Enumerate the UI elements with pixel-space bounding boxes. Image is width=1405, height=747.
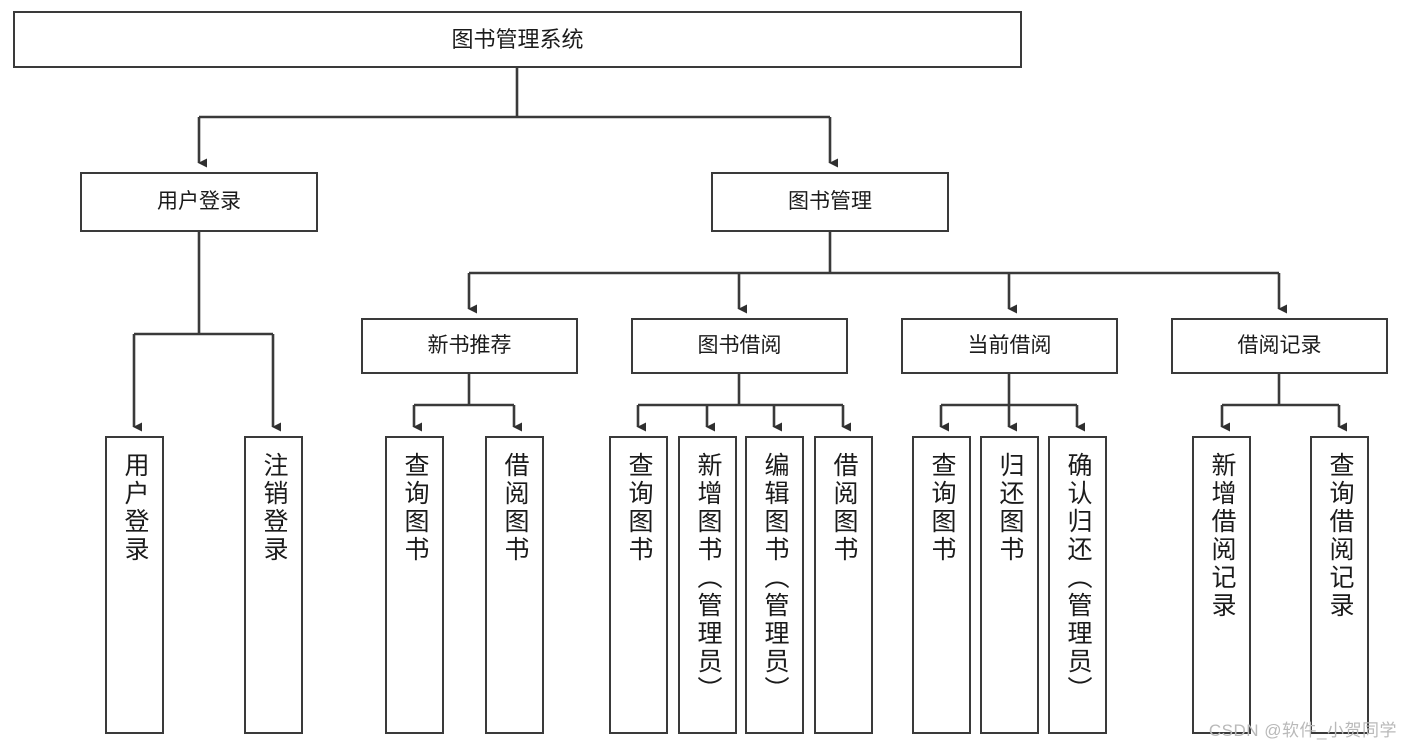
node-label: 新增借阅记录 (1208, 452, 1236, 620)
node-leaf-query-book-current[interactable]: 查询图书 (912, 436, 971, 734)
node-label: 查询借阅记录 (1326, 452, 1354, 620)
node-label: 新书推荐 (427, 333, 512, 357)
node-label: 当前借阅 (967, 333, 1052, 357)
node-label: 借阅图书 (830, 452, 858, 564)
node-leaf-edit-book-admin[interactable]: 编辑图书（管理员） (745, 436, 804, 734)
node-user-login[interactable]: 用户登录 (80, 172, 318, 232)
node-label: 新增图书（管理员） (694, 452, 722, 704)
node-leaf-confirm-return-admin[interactable]: 确认归还（管理员） (1048, 436, 1107, 734)
node-label: 用户登录 (157, 189, 241, 213)
node-leaf-add-book-admin[interactable]: 新增图书（管理员） (678, 436, 737, 734)
node-leaf-return-book[interactable]: 归还图书 (980, 436, 1039, 734)
node-label: 确认归还（管理员） (1064, 452, 1092, 704)
node-label: 查询图书 (625, 452, 653, 564)
node-new-book-recommendation[interactable]: 新书推荐 (361, 318, 578, 374)
node-borrow-record[interactable]: 借阅记录 (1171, 318, 1388, 374)
watermark-text: CSDN @软件_小贺同学 (1208, 721, 1397, 740)
node-label: 图书管理系统 (451, 26, 584, 52)
node-label: 查询图书 (928, 452, 956, 564)
node-leaf-add-borrow-record[interactable]: 新增借阅记录 (1192, 436, 1251, 734)
node-label: 注销登录 (260, 452, 288, 564)
node-leaf-borrow-book[interactable]: 借阅图书 (814, 436, 873, 734)
node-leaf-borrow-book-recommendation[interactable]: 借阅图书 (485, 436, 544, 734)
node-leaf-logout[interactable]: 注销登录 (244, 436, 303, 734)
node-label: 编辑图书（管理员） (761, 452, 789, 704)
node-leaf-user-login[interactable]: 用户登录 (105, 436, 164, 734)
node-label: 图书借阅 (697, 333, 782, 357)
node-label: 用户登录 (121, 452, 149, 564)
node-current-borrow[interactable]: 当前借阅 (901, 318, 1118, 374)
node-label: 借阅记录 (1237, 333, 1322, 357)
node-book-management[interactable]: 图书管理 (711, 172, 949, 232)
node-leaf-query-book-borrow[interactable]: 查询图书 (609, 436, 668, 734)
node-label: 借阅图书 (501, 452, 529, 564)
node-label: 归还图书 (996, 452, 1024, 564)
node-book-borrow[interactable]: 图书借阅 (631, 318, 848, 374)
node-leaf-query-book-recommendation[interactable]: 查询图书 (385, 436, 444, 734)
node-label: 图书管理 (788, 189, 872, 213)
node-leaf-query-borrow-record[interactable]: 查询借阅记录 (1310, 436, 1369, 734)
node-label: 查询图书 (401, 452, 429, 564)
node-root-book-management-system[interactable]: 图书管理系统 (13, 11, 1022, 68)
